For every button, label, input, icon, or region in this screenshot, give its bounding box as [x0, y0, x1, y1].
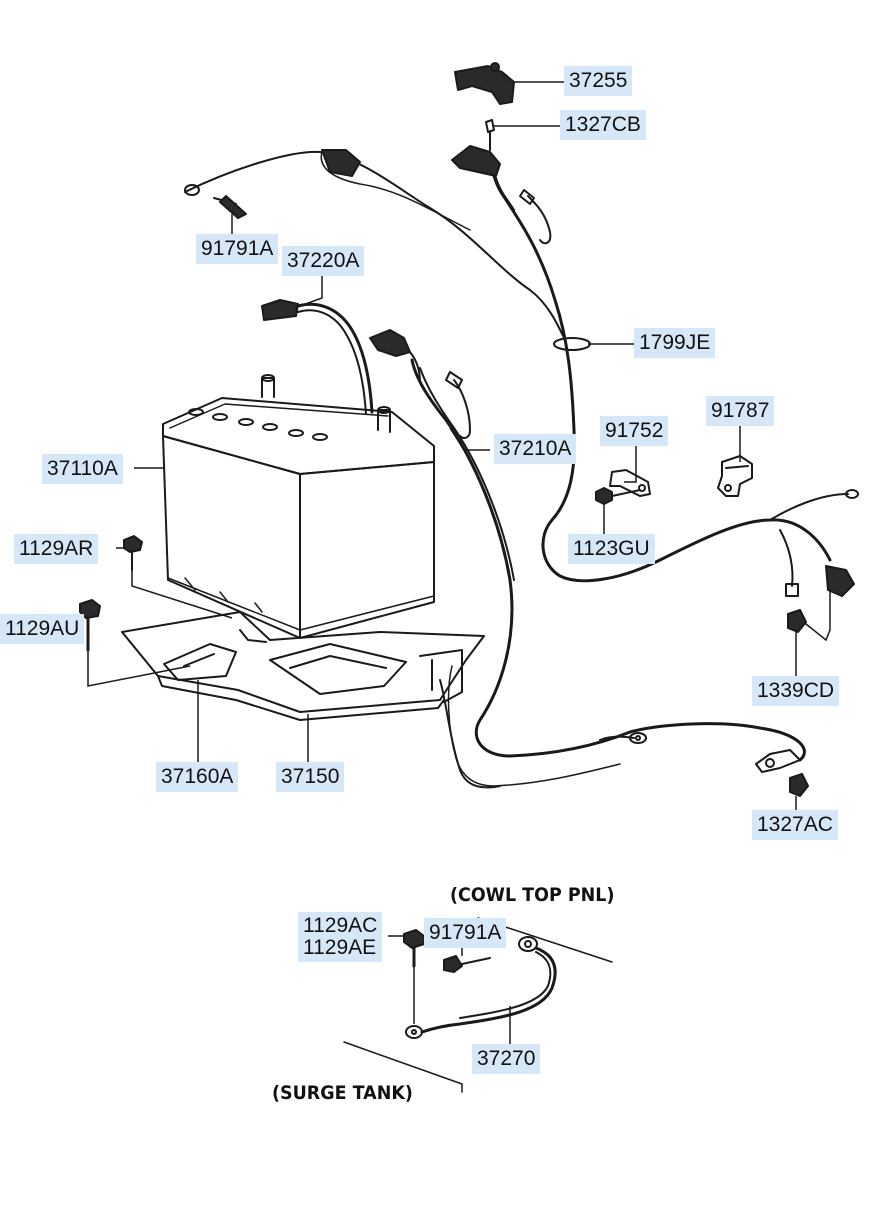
- positive-cable-illustration: [369, 329, 809, 797]
- part-label-1129au[interactable]: 1129AU: [0, 614, 85, 644]
- bracket-illustrations: [595, 455, 753, 505]
- battery-illustration: [162, 374, 435, 639]
- part-label-1339cd[interactable]: 1339CD: [752, 676, 840, 706]
- part-label-1123gu[interactable]: 1123GU: [568, 534, 655, 564]
- leader-lines: [70, 81, 797, 1044]
- part-label-37220a[interactable]: 37220A: [282, 246, 365, 276]
- part-label-1327ac[interactable]: 1327AC: [752, 810, 838, 840]
- battery-tray-illustration: [121, 611, 485, 721]
- part-label-37270[interactable]: 37270: [472, 1044, 541, 1074]
- part-label-1129ae[interactable]: 1129AE: [303, 936, 377, 959]
- ground-strap-illustration: [343, 917, 613, 1093]
- part-label-37110a[interactable]: 37110A: [42, 454, 123, 484]
- part-label-1799je[interactable]: 1799JE: [634, 328, 716, 358]
- negative-cable-illustration: [261, 299, 374, 415]
- part-label-1129ac[interactable]: 1129AC: [303, 914, 378, 937]
- part-label-37210a[interactable]: 37210A: [494, 434, 577, 464]
- part-label-91787[interactable]: 91787: [706, 396, 775, 426]
- upper-harness-cables: [184, 119, 859, 641]
- part-label-37150[interactable]: 37150: [276, 762, 345, 792]
- part-label-1327cb[interactable]: 1327CB: [560, 110, 646, 140]
- terminal-cover-illustration: [454, 62, 515, 105]
- part-label-91791a-bottom[interactable]: 91791A: [424, 918, 507, 948]
- part-label-1129ar[interactable]: 1129AR: [14, 534, 99, 564]
- surge-tank-note: (SURGE TANK): [272, 1082, 413, 1104]
- part-label-37160a[interactable]: 37160A: [156, 762, 239, 792]
- part-label-91752[interactable]: 91752: [600, 416, 669, 446]
- cowl-top-panel-note: (COWL TOP PNL): [450, 884, 615, 906]
- part-label-91791a-top[interactable]: 91791A: [196, 234, 279, 264]
- part-label-1129ac-1129ae[interactable]: 1129AC 1129AE: [298, 912, 383, 962]
- part-label-37255[interactable]: 37255: [564, 66, 633, 96]
